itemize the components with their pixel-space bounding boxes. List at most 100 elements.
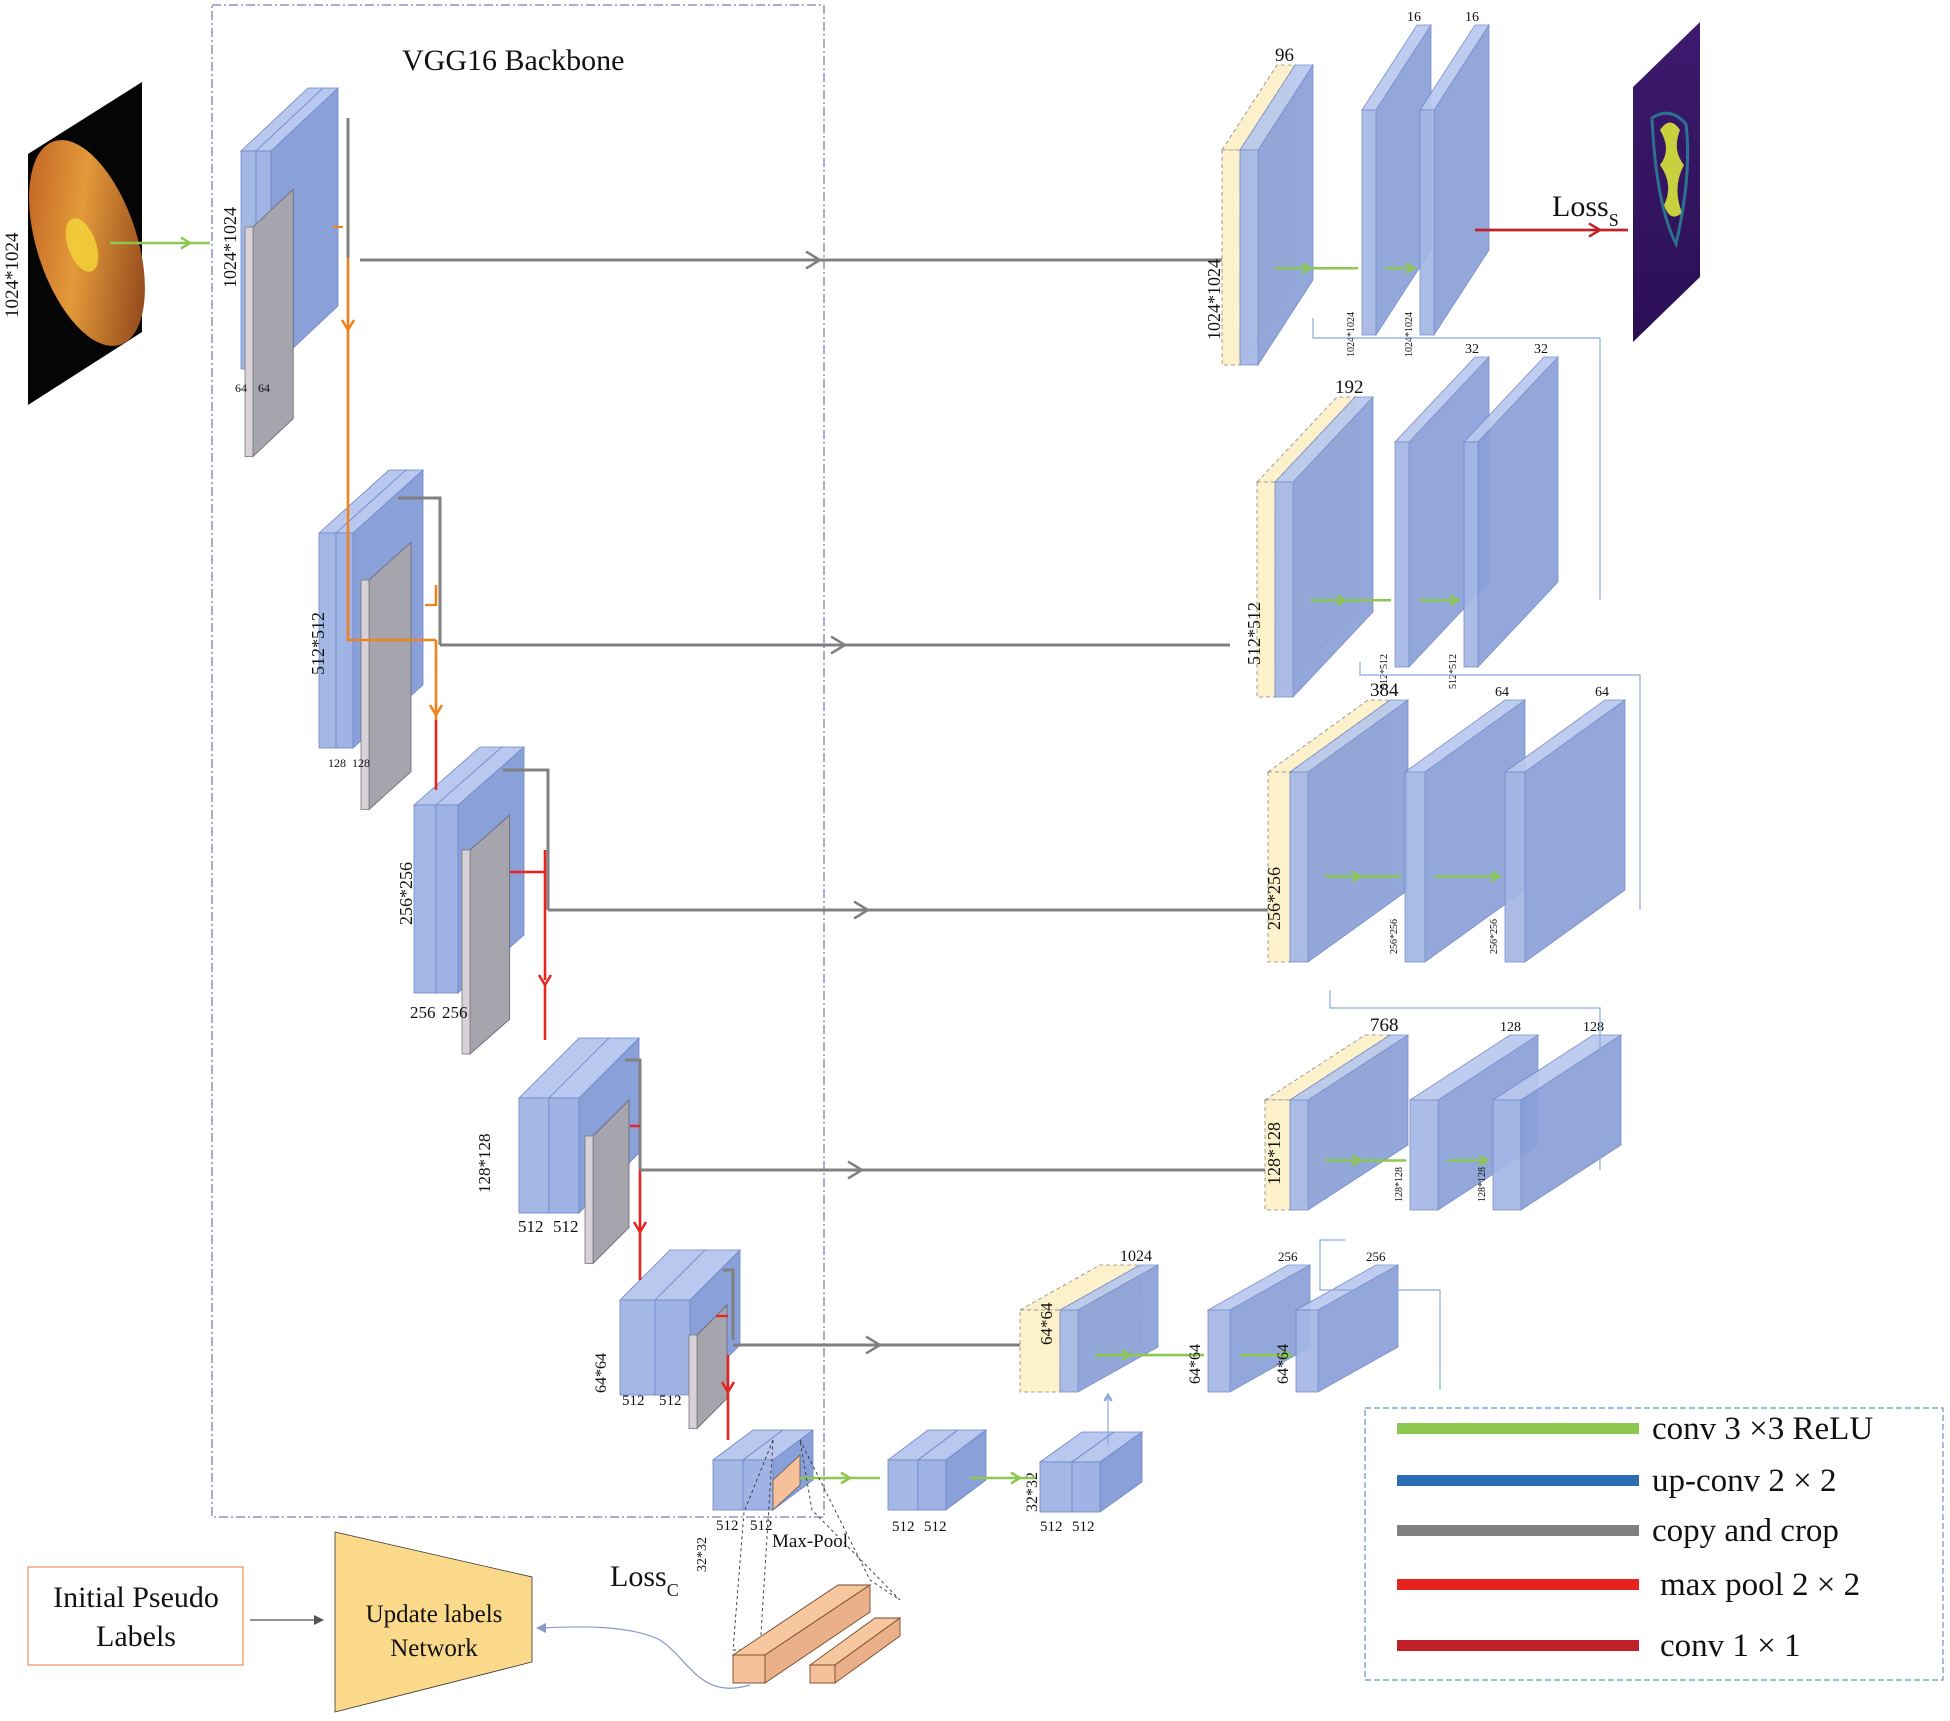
skip-connection-5-arrow	[865, 1335, 883, 1355]
encoder-level-3-pooled-map	[469, 814, 511, 1055]
bottleneck-conv-1-arrow	[840, 1471, 853, 1485]
decoder-level-1-out-channel-a: 16	[1407, 10, 1421, 25]
decoder-level-4-size-label: 128*128	[1264, 1122, 1284, 1185]
update-labels-network	[334, 1531, 533, 1713]
decoder-level-4-conv-arrow-1-head	[1351, 1154, 1363, 1167]
decoder-level-5-copied-slice-top	[1018, 1264, 1142, 1311]
encoder-2-gray-loop	[398, 496, 442, 645]
decoder-level-3-conv-block-b	[1503, 699, 1627, 963]
network-blocks: 64 64 1024*1024 128 128 512*512 256 256 256*256 5…	[110, 10, 1641, 1684]
decoder-level-5-conv-block-a	[1206, 1264, 1312, 1393]
decoder-level-2-conv-arrow-2-head	[1449, 594, 1461, 607]
legend-swatch-3	[1397, 1525, 1639, 1536]
bottleneck-block-1b	[916, 1429, 988, 1511]
decoder-level-4-conv-block-b	[1491, 1034, 1623, 1211]
decoder-level-1-size-label: 1024*1024	[1204, 259, 1224, 340]
upconv-3-to-2	[1359, 662, 1641, 910]
decoder-level-4-out-channel-b: 128	[1583, 1020, 1604, 1035]
skip-connection-3-arrow	[853, 900, 871, 920]
downpath-orange-1-arrow	[340, 319, 356, 333]
decoder-level-5-out-channel-b: 256	[1366, 1249, 1386, 1264]
decoder-level-3-concat-block-front	[1289, 771, 1309, 963]
encoder-level-6-channel-a: 512	[716, 1518, 739, 1534]
decoder-level-5-size-label: 64*64	[1037, 1302, 1056, 1345]
legend-label-4: max pool 2 × 2	[1660, 1567, 1860, 1603]
output-segmentation-map	[1633, 22, 1700, 342]
input-size-label: 1024*1024	[2, 232, 23, 318]
encoder-level-6-channel-b: 512	[750, 1518, 773, 1534]
encoder-level-5-size-label: 64*64	[593, 1353, 610, 1393]
maxpool-fan-right	[799, 1439, 901, 1601]
maxpool-label: Max-Pool	[772, 1531, 848, 1552]
decoder-level-5-conv-block-a-front	[1207, 1309, 1231, 1393]
decoder-level-2-out-channel-b: 32	[1534, 342, 1548, 357]
decoder-level-3-out-channel-b: 64	[1595, 685, 1609, 700]
downpath-orange-2-arrow	[428, 704, 444, 718]
bottleneck-2-size: 32*32	[1024, 1472, 1041, 1512]
bottleneck-block-2a-front	[1039, 1461, 1073, 1513]
update-network-line-1: Update labels	[366, 1601, 503, 1628]
encoder-level-6-pooled-map	[772, 1454, 801, 1511]
loss-s-subscript: S	[1609, 210, 1619, 230]
decoder-level-5-concat-block-front	[1059, 1309, 1079, 1393]
decoder-level-3-inner-size-a: 256*256	[1389, 919, 1400, 954]
decoder-level-1-conv-block-b-side	[1433, 23, 1490, 337]
encoder-level-5-block-a-front	[619, 1299, 656, 1396]
decoder-level-5-conv-block-b-front	[1295, 1309, 1319, 1393]
decoder-level-1-conv-block-b	[1419, 23, 1490, 337]
decoder-level-2-copied-slice-front	[1256, 481, 1276, 698]
decoder-level-3-conv-block-b-front	[1504, 771, 1526, 963]
legend-box	[1364, 1407, 1944, 1681]
decoder-level-3-out-channel-a: 64	[1495, 685, 1509, 700]
encoder-level-1-size-label: 1024*1024	[220, 207, 240, 288]
output-lesion-pattern	[1660, 122, 1684, 217]
decoder-level-1-conv-block-b-front	[1419, 109, 1435, 336]
bottleneck-conv-2-arrow	[1010, 1471, 1023, 1485]
decoder-level-4-conv-block-a	[1408, 1034, 1540, 1211]
encoder-level-3-size-label: 256*256	[396, 862, 416, 925]
input-fundus-lesion	[65, 218, 99, 272]
decoder-level-2-inner-size-b: 512*512	[1448, 654, 1459, 689]
upconv-5-to-4	[1319, 1239, 1441, 1390]
decoder-level-4-out-channel-a: 128	[1500, 1020, 1521, 1035]
legend-swatch-5	[1397, 1640, 1639, 1651]
loss-s-label: LossS	[1552, 190, 1619, 230]
downpath-orange-1	[346, 230, 436, 642]
decoder-level-5-inner-size-a: 64*64	[1187, 1344, 1204, 1384]
decoder-level-5-concat-block	[1058, 1264, 1160, 1393]
legend-swatch-2	[1397, 1475, 1639, 1486]
encoder-level-4-block-a-front	[518, 1097, 550, 1214]
encoder-level-4-size-label: 128*128	[475, 1134, 494, 1194]
encoder-4-gray-loop	[625, 1058, 642, 1170]
encoder-level-5-channel-a: 512	[622, 1393, 645, 1409]
encoder-level-3-channel-b: 256	[442, 1003, 468, 1022]
loss-c-subscript: C	[667, 1580, 679, 1600]
encoder-level-4-block-b-front	[548, 1097, 580, 1214]
legend-label-1: conv 3 ×3 ReLU	[1652, 1411, 1873, 1447]
decoder-level-3-conv-arrow-2-head	[1490, 870, 1502, 883]
decoder-level-3-copied-slice-front	[1267, 771, 1291, 963]
encoder-level-2-channel-a: 128	[328, 756, 346, 770]
upconv-4-to-3	[1329, 990, 1601, 1170]
legend-label-3: copy and crop	[1652, 1513, 1839, 1549]
update-network-line-2: Network	[390, 1635, 478, 1662]
decoder-level-3-concat-block	[1288, 699, 1410, 963]
decoder-level-1-inner-size-a: 1024*1024	[1346, 312, 1357, 357]
backbone-title: VGG16 Backbone	[402, 44, 624, 77]
encoder-level-1-channel-b: 64	[258, 381, 270, 395]
decoder-level-4-conv-block-a-front	[1409, 1099, 1439, 1211]
decoder-level-3-size-label: 256*256	[1264, 867, 1284, 930]
decoder-level-1-conv-arrow-1-head	[1301, 262, 1313, 275]
skip-connection-2-arrow	[830, 635, 848, 655]
bottleneck-block-1b-front	[917, 1459, 947, 1511]
decoder-level-3-concat-channels: 384	[1370, 680, 1399, 701]
encoder-level-2-pooled-map	[368, 541, 412, 811]
encoder-level-3-block-a-front	[413, 804, 437, 994]
legend-swatch-4	[1397, 1579, 1639, 1590]
decoder-level-4-conv-arrow-2-head	[1478, 1154, 1490, 1167]
decoder-level-4-inner-size-b: 128*128	[1477, 1167, 1488, 1202]
encoder-level-5-pooled-slice	[688, 1334, 698, 1429]
encoder-level-3-pooled-slice	[461, 849, 471, 1055]
